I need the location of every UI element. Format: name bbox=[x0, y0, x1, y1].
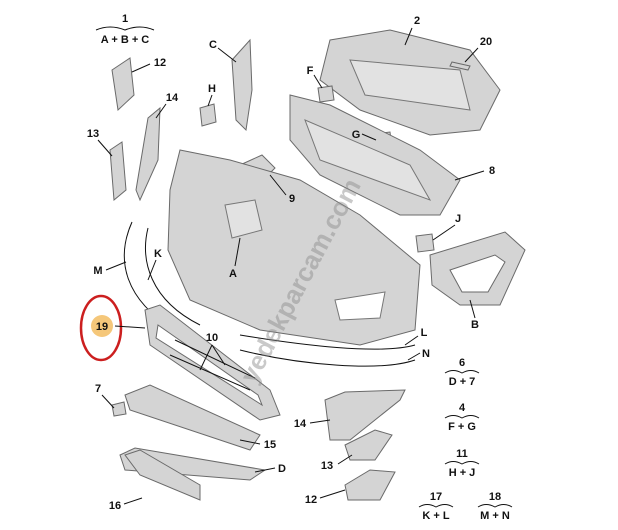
part-label: H + J bbox=[449, 467, 476, 479]
part-A-bumper bbox=[167, 149, 421, 346]
part-J-clip bbox=[415, 233, 435, 253]
part-K-strip bbox=[145, 227, 201, 326]
part-label: L bbox=[421, 327, 428, 339]
part-label: F bbox=[307, 65, 314, 77]
part-label: C bbox=[209, 39, 217, 51]
part-label: 2 bbox=[414, 15, 420, 27]
part-16-trim bbox=[124, 449, 201, 501]
part-label: 15 bbox=[264, 439, 276, 451]
part-label: D + 7 bbox=[449, 376, 476, 388]
part-label: K bbox=[154, 248, 162, 260]
part-label: 10 bbox=[206, 332, 218, 344]
part-label: A bbox=[229, 268, 237, 280]
part-14-strip bbox=[135, 106, 161, 202]
part-label: 12 bbox=[305, 494, 317, 506]
part-label: 18 bbox=[489, 491, 501, 503]
part-19-grille-frame bbox=[144, 304, 281, 421]
part-2-absorber bbox=[319, 29, 501, 136]
part-C-bracket bbox=[231, 38, 253, 132]
part-L-strip bbox=[239, 334, 416, 350]
group-6: 6 D + 7 bbox=[444, 357, 480, 388]
part-13-strip bbox=[109, 141, 127, 202]
part-label: 14 bbox=[166, 92, 179, 104]
part-12-bracket bbox=[111, 57, 135, 112]
part-label: 11 bbox=[456, 448, 468, 460]
part-label: 4 bbox=[459, 402, 466, 414]
part-N-strip bbox=[239, 349, 416, 367]
highlight-dot bbox=[91, 315, 113, 337]
part-label: 13 bbox=[321, 460, 333, 472]
part-label: A + B + C bbox=[101, 34, 150, 46]
part-B-frame bbox=[429, 231, 526, 306]
part-label: J bbox=[455, 213, 461, 225]
part-label: N bbox=[422, 348, 430, 360]
part-label: 1 bbox=[122, 13, 128, 25]
part-label: 13 bbox=[87, 128, 99, 140]
label-19: 19 bbox=[96, 321, 108, 333]
part-H-clip bbox=[199, 103, 217, 127]
part-label: M bbox=[93, 265, 102, 277]
highlight-part-19[interactable]: 19 bbox=[79, 294, 146, 362]
part-13-fog-cover bbox=[344, 429, 393, 461]
part-label: 16 bbox=[109, 500, 121, 512]
part-label: 6 bbox=[459, 357, 465, 369]
part-label: H bbox=[208, 83, 216, 95]
part-label: G bbox=[352, 129, 361, 141]
group-1: 1 A + B + C bbox=[95, 13, 155, 46]
part-label: 8 bbox=[489, 165, 495, 177]
part-label: 7 bbox=[95, 383, 101, 395]
group-4: 4 F + G bbox=[444, 402, 480, 433]
part-label: D bbox=[278, 463, 286, 475]
part-8-grille bbox=[289, 94, 461, 216]
red-ring bbox=[79, 294, 123, 362]
part-label: M + N bbox=[480, 510, 510, 522]
part-label: F + G bbox=[448, 421, 476, 433]
part-12-fog-cover bbox=[344, 469, 396, 501]
callouts: 2 20 C 12 F H 14 G 13 8 9 J K M A B L 10… bbox=[87, 15, 495, 512]
part-20-clip bbox=[449, 61, 471, 71]
group-17: 17 K + L bbox=[418, 491, 454, 522]
part-10-strips bbox=[169, 339, 256, 391]
part-F-clip bbox=[317, 85, 335, 103]
group-11: 11 H + J bbox=[444, 448, 480, 479]
part-label: B bbox=[471, 319, 479, 331]
part-7-clip bbox=[111, 401, 127, 417]
group-18: 18 M + N bbox=[477, 491, 513, 522]
part-label: K + L bbox=[422, 510, 449, 522]
part-label: 14 bbox=[294, 418, 307, 430]
part-label: 17 bbox=[430, 491, 442, 503]
part-label: 20 bbox=[480, 36, 492, 48]
part-14-fog-frame bbox=[324, 389, 406, 441]
part-label: 12 bbox=[154, 57, 166, 69]
part-label: 9 bbox=[289, 193, 295, 205]
